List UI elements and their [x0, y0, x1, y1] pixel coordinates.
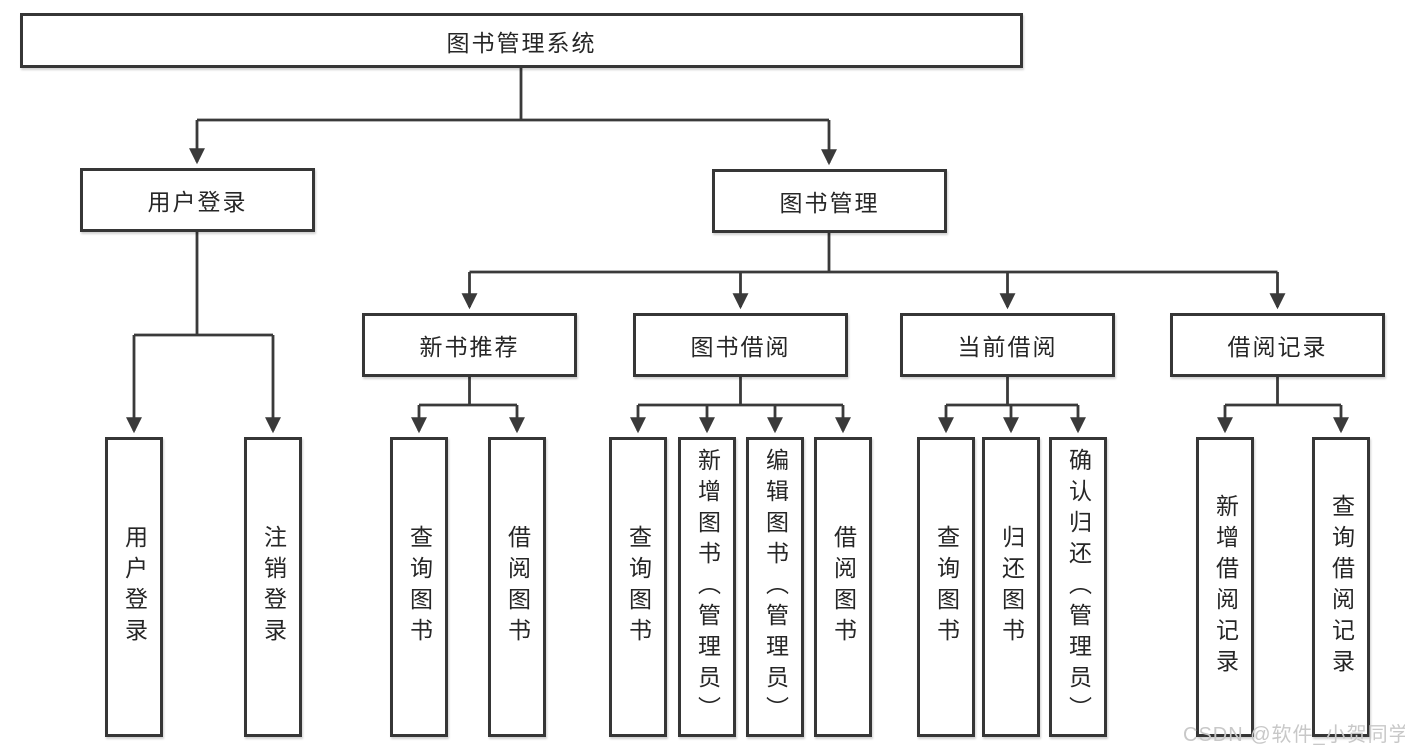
leaf-label: 归还图书 [998, 525, 1025, 649]
node-library-management-system: 图书管理系统 [20, 13, 1023, 68]
node-label: 用户登录 [147, 189, 248, 215]
leaf-return-books: 归还图书 [982, 437, 1040, 737]
csdn-watermark: CSDN @软件_小贺同学 [1183, 724, 1405, 746]
leaf-label: 查询图书 [406, 525, 433, 649]
node-borrowing-records: 借阅记录 [1170, 313, 1385, 377]
leaf-label: 借阅图书 [830, 525, 857, 649]
leaf-query-borrow-record: 查询借阅记录 [1312, 437, 1370, 737]
leaf-query-books-borrowing: 查询图书 [609, 437, 667, 737]
leaf-label: 新增图书（管理员） [694, 447, 721, 727]
arrow-lines [126, 120, 1349, 434]
node-new-book-recommendation: 新书推荐 [362, 313, 577, 377]
leaf-borrow-books-borrowing: 借阅图书 [814, 437, 872, 737]
leaf-edit-book-admin: 编辑图书（管理员） [746, 437, 804, 737]
leaf-label: 借阅图书 [504, 525, 531, 649]
node-label: 当前借阅 [957, 334, 1058, 360]
leaf-user-login: 用户登录 [105, 437, 163, 737]
leaf-confirm-return-admin: 确认归还（管理员） [1049, 437, 1107, 737]
node-user-login: 用户登录 [80, 168, 315, 232]
leaf-borrow-books-recommend: 借阅图书 [488, 437, 546, 737]
node-label: 图书借阅 [690, 334, 791, 360]
node-current-borrowing: 当前借阅 [900, 313, 1115, 377]
node-book-borrowing: 图书借阅 [633, 313, 848, 377]
leaf-label: 查询图书 [625, 525, 652, 649]
leaf-label: 新增借阅记录 [1212, 494, 1239, 680]
leaf-label: 编辑图书（管理员） [762, 447, 789, 727]
leaf-query-books-current: 查询图书 [917, 437, 975, 737]
node-label: 图书管理 [779, 190, 880, 216]
leaf-add-borrow-record: 新增借阅记录 [1196, 437, 1254, 737]
leaf-label: 查询图书 [933, 525, 960, 649]
leaf-label: 用户登录 [121, 525, 148, 649]
leaf-logout: 注销登录 [244, 437, 302, 737]
leaf-add-book-admin: 新增图书（管理员） [678, 437, 736, 737]
leaf-label: 注销登录 [260, 525, 287, 649]
leaf-label: 确认归还（管理员） [1065, 447, 1092, 727]
leaf-query-books-recommend: 查询图书 [390, 437, 448, 737]
leaf-label: 查询借阅记录 [1328, 494, 1355, 680]
node-book-management: 图书管理 [712, 169, 947, 233]
tree-trunk-lines [134, 68, 1341, 407]
node-label: 借阅记录 [1227, 334, 1328, 360]
node-label: 图书管理系统 [446, 29, 597, 56]
node-label: 新书推荐 [419, 334, 520, 360]
